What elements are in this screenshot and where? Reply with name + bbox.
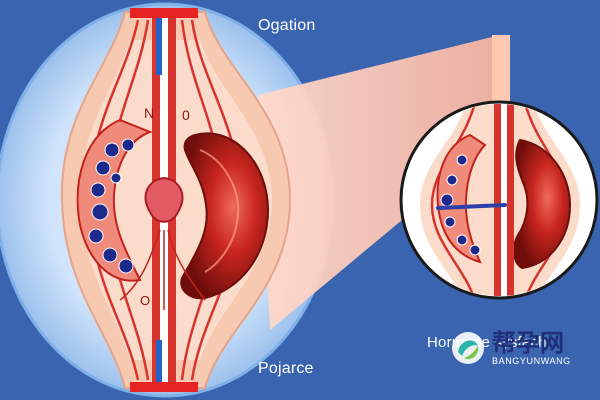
vessel-cap-bottom bbox=[130, 382, 198, 392]
vessel-cap-top bbox=[130, 8, 198, 18]
main-organ bbox=[180, 132, 270, 300]
inset-signal-line bbox=[436, 203, 507, 210]
watermark-brand-cn: 帮孕网 bbox=[492, 329, 564, 357]
cell-cluster-inset bbox=[440, 154, 481, 256]
letter-upper-left: N bbox=[144, 105, 154, 121]
letter-upper-right: 0 bbox=[182, 107, 190, 123]
watermark: 帮孕网 BANGYUNWANG bbox=[448, 328, 571, 368]
label-bottom: Pojarce bbox=[258, 360, 314, 377]
central-knot bbox=[144, 176, 184, 223]
inset-organ bbox=[512, 138, 572, 270]
watermark-logo-icon bbox=[452, 332, 484, 364]
connector-stem bbox=[492, 35, 510, 107]
label-top: Ogation bbox=[258, 17, 316, 34]
watermark-brand-en: BANGYUNWANG bbox=[492, 356, 571, 366]
connector-beam bbox=[258, 35, 510, 330]
cell-cluster-left bbox=[88, 138, 135, 274]
letter-lower-left: O bbox=[140, 293, 150, 308]
